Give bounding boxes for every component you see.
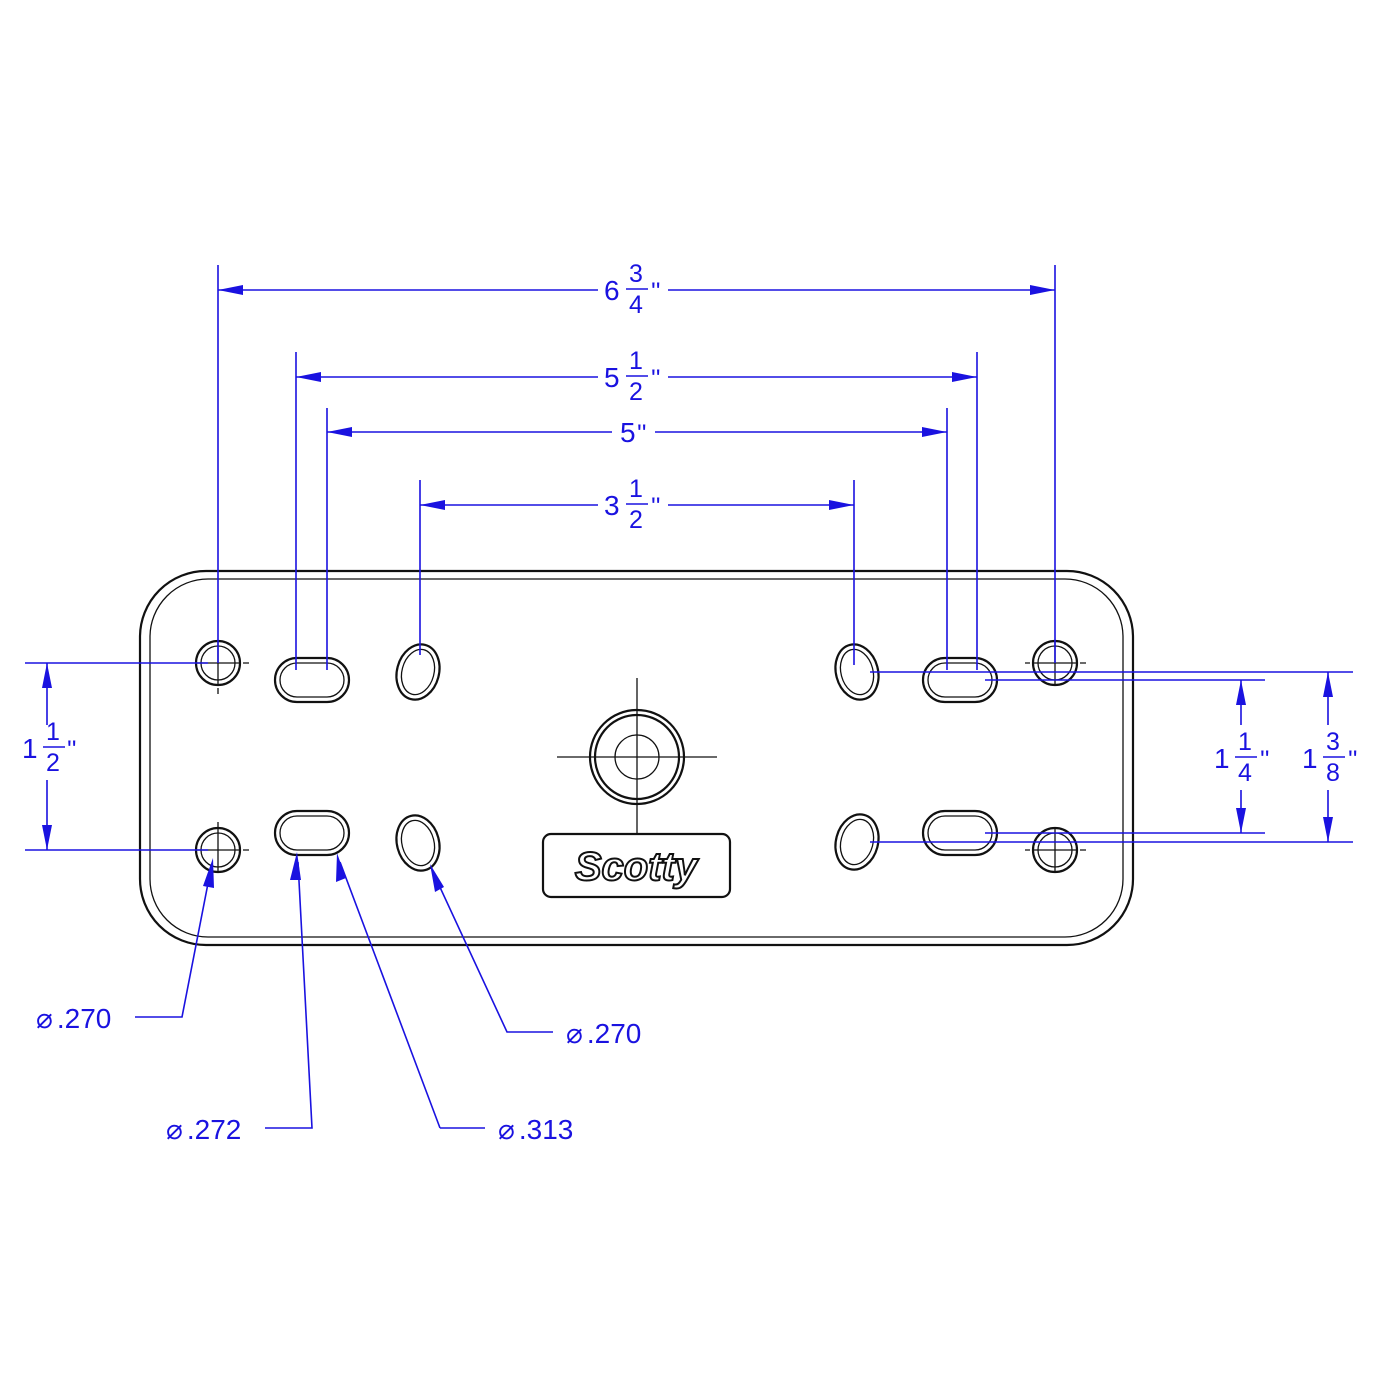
svg-text:'': '' <box>637 420 647 448</box>
svg-text:⌀.313: ⌀.313 <box>498 1114 573 1145</box>
svg-text:'': '' <box>1260 746 1270 774</box>
svg-text:2: 2 <box>629 506 643 534</box>
svg-text:1: 1 <box>1302 743 1318 774</box>
dimension-5-1-2: 5 1 2 '' <box>604 347 661 406</box>
dimension-6-3-4: 6 3 4 '' <box>604 260 661 319</box>
dimension-1-1-2: 1 1 2 '' <box>22 718 77 777</box>
dimension-5: 5 '' <box>620 417 647 448</box>
svg-text:4: 4 <box>629 291 643 319</box>
diameter-callouts: ⌀.270 ⌀.272 ⌀.313 ⌀.270 <box>36 852 641 1145</box>
svg-text:1: 1 <box>629 347 643 375</box>
svg-text:1: 1 <box>46 718 60 746</box>
svg-text:2: 2 <box>46 749 60 777</box>
svg-text:6: 6 <box>604 275 620 306</box>
svg-text:⌀.270: ⌀.270 <box>36 1003 111 1034</box>
vertical-dimensions: 1 1 2 '' 1 1 4 '' 1 3 8 '' <box>22 662 1358 851</box>
svg-text:3: 3 <box>604 490 620 521</box>
mounting-plate <box>138 569 1135 947</box>
svg-text:⌀.270: ⌀.270 <box>566 1018 641 1049</box>
center-boss <box>557 678 717 835</box>
horizontal-dimensions: 6 3 4 '' 5 1 2 '' 5 '' 3 1 2 '' <box>217 260 1056 670</box>
svg-text:'': '' <box>1348 746 1358 774</box>
svg-text:Scotty: Scotty <box>575 845 699 889</box>
callout-slot-313: ⌀.313 <box>498 1114 573 1145</box>
svg-text:⌀.272: ⌀.272 <box>166 1114 241 1145</box>
scotty-logo: Scotty <box>541 832 732 899</box>
dimension-1-3-8: 1 3 8 '' <box>1302 728 1358 787</box>
callout-slot-272: ⌀.272 <box>166 1114 241 1145</box>
svg-text:'': '' <box>651 278 661 306</box>
svg-text:1: 1 <box>629 475 643 503</box>
svg-text:2: 2 <box>629 378 643 406</box>
svg-text:'': '' <box>651 365 661 393</box>
svg-text:1: 1 <box>22 733 38 764</box>
dimension-1-1-4: 1 1 4 '' <box>1214 728 1270 787</box>
svg-text:8: 8 <box>1326 759 1340 787</box>
svg-text:4: 4 <box>1238 759 1252 787</box>
svg-text:1: 1 <box>1214 743 1230 774</box>
svg-text:3: 3 <box>1326 728 1340 756</box>
svg-text:1: 1 <box>1238 728 1252 756</box>
callout-oval-270: ⌀.270 <box>566 1018 641 1049</box>
callout-hole-270-left: ⌀.270 <box>36 1003 111 1034</box>
svg-text:5: 5 <box>604 362 620 393</box>
svg-text:'': '' <box>651 493 661 521</box>
svg-text:3: 3 <box>629 260 643 288</box>
svg-text:'': '' <box>67 736 77 764</box>
dimension-3-1-2: 3 1 2 '' <box>604 475 661 534</box>
svg-text:5: 5 <box>620 417 636 448</box>
